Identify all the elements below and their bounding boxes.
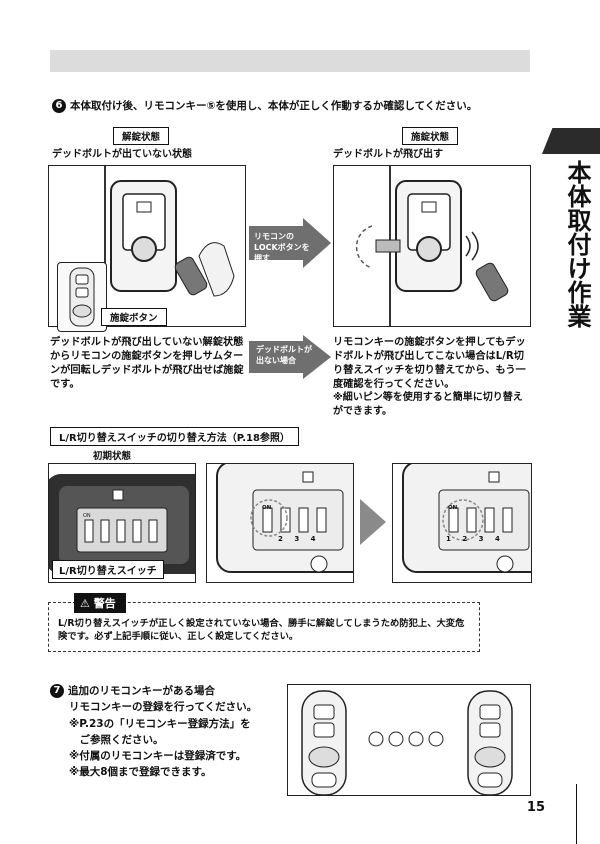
- arrow-lower-label: デッドボルトが出ない場合: [256, 345, 312, 365]
- locked-tag: 施錠状態: [402, 127, 459, 145]
- switch-on-label-step1: ON: [262, 505, 272, 511]
- switch-number: 3: [478, 535, 484, 543]
- step-6-number: 6: [52, 99, 66, 113]
- switch-number: 4: [494, 535, 500, 543]
- switch-number: 2: [278, 535, 283, 543]
- switch-on-label-step2: ON: [448, 505, 458, 511]
- lr-switch-heading: L/R切り替えスイッチの切り替え方法（P.18参照）: [50, 427, 299, 446]
- switch-number: 2: [462, 535, 468, 543]
- locked-description: リモコンキーの施錠ボタンを押してもデッドボルトが飛び出してこない場合はL/R切り…: [333, 337, 526, 390]
- step-7-line-2: リモコンキーの登録を行ってください。: [69, 701, 258, 713]
- step-6-heading: 6 本体取付け後、リモコンキー⑤を使用し、本体が正しく作動するか確認してください。: [52, 98, 477, 113]
- unlocked-tag: 解錠状態: [113, 127, 170, 145]
- locked-illustration: [333, 165, 531, 327]
- lr-switch-caption: L/R切り替えスイッチ: [52, 560, 164, 579]
- lock-unit-bolt-out-illustration: [355, 166, 509, 326]
- warning-triangle-icon: ⚠: [80, 597, 90, 610]
- initial-state-label: 初期状態: [93, 451, 132, 462]
- arrow-right-lower: [249, 335, 331, 379]
- section-title: 本体取付け作業: [563, 160, 591, 328]
- locked-subtitle: デッドボルトが飛び出す: [333, 149, 443, 160]
- switch-number: 3: [294, 535, 300, 543]
- step-7-line-5: ※付属のリモコンキーは登録済です。: [69, 750, 247, 762]
- unlocked-description: デッドボルトが飛び出していない解錠状態からリモコンの施錠ボタンを押しサムターンが…: [50, 337, 244, 390]
- warning-badge: ⚠ 警告: [74, 593, 126, 613]
- pin-note: ※細いピン等を使用すると簡単に切り替えができます。: [333, 392, 523, 417]
- switch-number: 4: [310, 535, 316, 543]
- step-7-number: 7: [50, 684, 64, 698]
- header-bar: [50, 50, 530, 72]
- switch-panel-step1: [206, 463, 354, 583]
- warning-text: L/R切り替えスイッチが正しく設定されていない場合、勝手に解錠してしまうため防犯…: [58, 618, 465, 642]
- lock-unit-illustration: [104, 166, 235, 326]
- step-7-line-4: ご参照ください。: [69, 734, 164, 746]
- page-edge-line: [576, 784, 591, 844]
- lock-button-callout: 施錠ボタン: [101, 308, 167, 326]
- dip-switch-initial: ON: [49, 474, 195, 574]
- arrow-upper-label: リモコンのLOCKボタンを押す: [254, 232, 310, 263]
- remotes-illustration: [301, 690, 513, 795]
- remote-icon: [69, 267, 95, 327]
- remote-inset: [57, 262, 107, 332]
- switch-number: 1: [446, 535, 451, 543]
- warning-box: [48, 602, 480, 652]
- page-number: 15: [526, 800, 545, 815]
- dip-switch-step1: [216, 464, 353, 573]
- switch-numbers-step2: 1 2 3 4: [446, 535, 530, 543]
- section-tab: [542, 128, 600, 154]
- remote-registration-illustration: [287, 684, 531, 796]
- dip-switch-step2: [402, 464, 531, 573]
- warning-badge-label: 警告: [93, 597, 116, 610]
- step-7-line-6: ※最大8個まで登録できます。: [69, 766, 212, 778]
- svg-text:ON: ON: [83, 513, 91, 519]
- switch-panel-step2: [392, 463, 532, 583]
- arrow-right-upper: [249, 218, 331, 268]
- switch-numbers-step1: 2 3 4: [278, 535, 358, 543]
- unlocked-subtitle: デッドボルトが出ていない状態: [52, 149, 192, 160]
- step-7-line-3: ※P.23の「リモコンキー登録方法」を: [69, 718, 251, 730]
- step-6-text: 本体取付け後、リモコンキー⑤を使用し、本体が正しく作動するか確認してください。: [70, 100, 478, 112]
- arrow-right-small: [360, 499, 386, 545]
